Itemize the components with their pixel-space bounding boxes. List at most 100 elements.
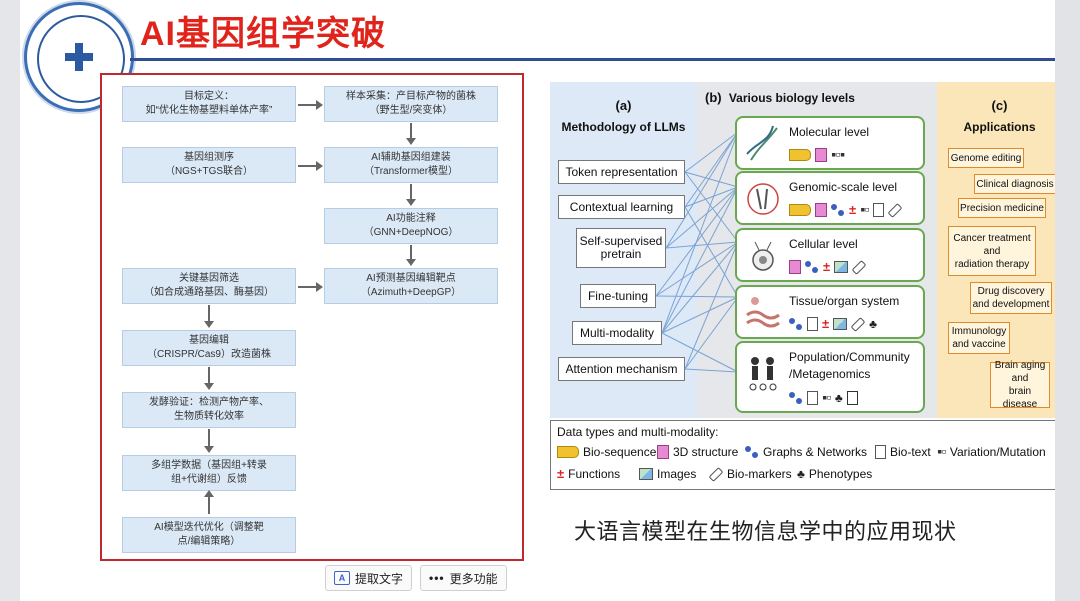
- more-icon: •••: [429, 571, 445, 585]
- level-cellular: Cellular level ±: [735, 228, 925, 282]
- legend-label: Phenotypes: [808, 467, 873, 481]
- flow-arrow: [204, 490, 214, 514]
- legend-label: Bio-markers: [727, 467, 792, 481]
- bio-text-icon: [807, 391, 818, 405]
- logo-cross-icon: [65, 43, 93, 71]
- app-drug-discovery: Drug discovery and development: [970, 282, 1052, 314]
- hospital-logo: [24, 2, 134, 112]
- level-tissue: Tissue/organ system ±♣: [735, 285, 925, 339]
- graph-icon: [789, 392, 803, 404]
- flow-arrow: [406, 184, 416, 206]
- panel-b-heading: Various biology levels: [728, 91, 855, 105]
- bio-marker-icon: [887, 202, 903, 218]
- level-genomic: Genomic-scale level ±▪▫: [735, 171, 925, 225]
- level-genomic-title: Genomic-scale level: [789, 180, 898, 194]
- legend-bio-markers: Bio-markers: [708, 466, 792, 482]
- function-icon: ±: [823, 259, 831, 274]
- app-brain-aging: Brain aging and brain disease: [990, 360, 1050, 410]
- level-population: Population/Community /Metagenomics ▪▫♣: [735, 341, 925, 413]
- panel-a-heading: Methodology of LLMs: [561, 120, 686, 134]
- bio-text-icon: [807, 317, 818, 331]
- phenotype-icon: ♣: [834, 391, 843, 405]
- legend-3d-structure: 3D structure: [657, 445, 738, 459]
- graph-icon: [789, 318, 803, 330]
- flowchart-image: 目标定义： 如“优化生物基塑料单体产率” 样本采集：产目标产物的菌株 （野生型/…: [100, 73, 524, 561]
- level-tissue-icons: ±♣: [789, 316, 878, 332]
- method-attention: Attention mechanism: [558, 357, 685, 381]
- flow-box-model-iteration: AI模型迭代优化（调整靶 点/编辑策略）: [122, 517, 296, 553]
- graph-icon: [831, 204, 845, 216]
- panel-b-label: (b) Various biology levels: [705, 90, 855, 105]
- bio-sequence-icon: [789, 204, 811, 216]
- flow-box-annotation: AI功能注释 （GNN+DeepNOG）: [324, 208, 498, 244]
- flow-box-assembly: AI辅助基因组建装 （Transformer模型）: [324, 147, 498, 183]
- chromosome-icon: [747, 183, 779, 215]
- graph-icon: [805, 261, 819, 273]
- flow-box-fermentation: 发酵验证：检测产物产率、 生物质转化效率: [122, 392, 296, 428]
- llm-figure: (a) Methodology of LLMs (b) Various biol…: [550, 82, 1062, 418]
- phenotype-icon: ♣: [869, 317, 878, 331]
- method-token-representation: Token representation: [558, 160, 685, 184]
- bio-marker-icon: [708, 466, 724, 482]
- method-self-supervised: Self-supervised pretrain: [576, 228, 666, 268]
- population-icon: [749, 357, 777, 391]
- image-icon: [834, 261, 849, 273]
- bio-text-icon: [872, 203, 884, 217]
- legend-label: Images: [657, 467, 697, 481]
- image-toolbar: A 提取文字 •••更多功能: [325, 565, 507, 591]
- flow-arrow: [298, 100, 323, 110]
- panel-a-label: (a): [615, 98, 632, 113]
- dna-icon: [746, 125, 778, 161]
- bio-sequence-icon: [557, 446, 579, 458]
- bio-text-icon: [875, 445, 886, 459]
- legend-functions: ±Functions: [557, 467, 620, 481]
- more-functions-button[interactable]: •••更多功能: [420, 565, 507, 591]
- legend-label: 3D structure: [673, 445, 739, 459]
- legend-label: Variation/Mutation: [949, 445, 1046, 459]
- legend-variation: ▪▫Variation/Mutation: [937, 445, 1046, 459]
- panel-c-heading: Applications: [963, 120, 1036, 134]
- 3d-structure-icon: [815, 148, 827, 162]
- logo-ring: [37, 15, 125, 103]
- flow-box-sampling: 样本采集：产目标产物的菌株 （野生型/突变体）: [324, 86, 498, 122]
- variation-icon: ▪▫: [937, 447, 947, 457]
- level-population-icons: ▪▫♣: [789, 391, 858, 405]
- cell-icon: [752, 241, 774, 271]
- function-icon: ±: [557, 466, 565, 481]
- graph-icon: [745, 446, 759, 458]
- flow-arrow: [406, 245, 416, 266]
- method-multi-modality: Multi-modality: [572, 321, 662, 345]
- variation-icon: ▪▫: [822, 393, 832, 403]
- flow-box-gene-editing: 基因编辑 （CRISPR/Cas9）改造菌株: [122, 330, 296, 366]
- function-icon: ±: [822, 316, 830, 331]
- legend-title: Data types and multi-modality:: [557, 425, 719, 439]
- image-icon: [833, 318, 848, 330]
- title-underline: [130, 58, 1080, 61]
- level-cellular-icons: ±: [789, 259, 867, 275]
- flow-arrow: [204, 429, 214, 453]
- legend-label: Functions: [568, 467, 621, 481]
- app-precision-medicine: Precision medicine: [958, 198, 1046, 218]
- legend-images: Images: [639, 467, 696, 481]
- level-molecular-icons: ▪▫▪: [789, 148, 845, 162]
- 3d-structure-icon: [657, 445, 669, 459]
- level-genomic-icons: ±▪▫: [789, 202, 903, 218]
- app-immunology: Immunology and vaccine: [948, 322, 1010, 354]
- text-scan-icon: A: [334, 571, 350, 585]
- level-molecular: Molecular level ▪▫▪: [735, 116, 925, 170]
- flow-arrow: [204, 305, 214, 328]
- level-tissue-title: Tissue/organ system: [789, 294, 900, 308]
- flow-box-sequencing: 基因组测序 （NGS+TGS联合）: [122, 147, 296, 183]
- variation-icon: ▪▫: [860, 205, 870, 215]
- flow-box-gene-screening: 关键基因筛选 （如合成通路基因、酶基因）: [122, 268, 296, 304]
- flow-box-multiomics: 多组学数据（基因组+转录 组+代谢组）反馈: [122, 455, 296, 491]
- slide: AI基因组学突破 目标定义： 如“优化生物基塑料单体产率” 样本采集：产目标产物…: [20, 0, 1080, 601]
- extract-text-label: 提取文字: [355, 571, 404, 586]
- 3d-structure-icon: [815, 203, 827, 217]
- legend-label: Graphs & Networks: [763, 445, 868, 459]
- bio-marker-icon: [850, 316, 866, 332]
- legend-phenotypes: ♣Phenotypes: [797, 467, 872, 481]
- legend-bio-sequence: Bio-sequence: [557, 445, 656, 459]
- method-contextual-learning: Contextual learning: [558, 195, 685, 219]
- extract-text-button[interactable]: A 提取文字: [325, 565, 413, 591]
